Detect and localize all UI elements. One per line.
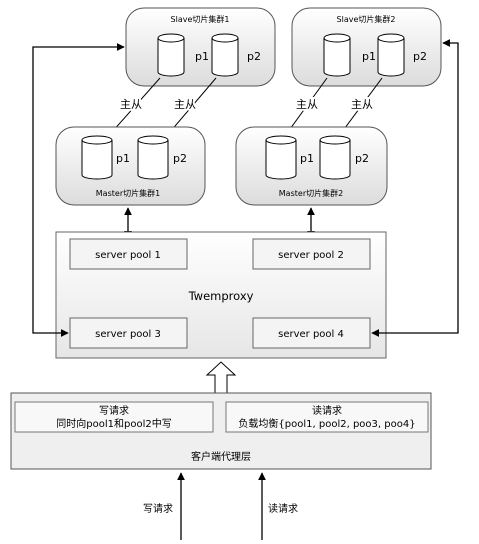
client-layer-title: 客户端代理层 <box>191 450 251 463</box>
master-cluster-2-title: Master切片集群2 <box>279 188 343 198</box>
read-request-box: 读请求 负载均衡{pool1, pool2, poo3, poo4} <box>225 401 429 433</box>
write-box-title: 写请求 <box>99 404 129 417</box>
master-cluster-1: p1 p2 Master切片集群1 <box>55 126 206 206</box>
server-pool-2: server pool 2 <box>252 238 371 270</box>
server-pool-2-label: server pool 2 <box>278 250 344 261</box>
slave-cluster-2-title: Slave切片集群2 <box>337 14 396 24</box>
database-icon <box>377 33 405 77</box>
database-icon <box>137 135 169 180</box>
database-icon <box>265 135 297 180</box>
write-request-label: 写请求 <box>143 502 173 515</box>
read-request-label: 读请求 <box>268 502 298 515</box>
slave-cluster-1-title: Slave切片集群1 <box>171 14 230 24</box>
replication-link <box>284 77 328 137</box>
replication-label: 主从 <box>174 98 196 111</box>
server-pool-3-label: server pool 3 <box>95 329 161 340</box>
write-request-box: 写请求 同时向pool1和pool2中写 <box>14 401 214 433</box>
slave-cluster-1: Slave切片集群1 p1 p2 <box>125 7 276 87</box>
replication-label: 主从 <box>351 98 373 111</box>
pool3-slave1-arrow <box>32 43 125 337</box>
database-icon <box>211 33 239 77</box>
twemproxy-title: Twemproxy <box>188 289 254 303</box>
server-pool-4-label: server pool 4 <box>278 329 344 340</box>
shard-label-p1: p1 <box>362 50 376 63</box>
write-box-desc: 同时向pool1和pool2中写 <box>56 417 171 430</box>
shard-label-p1: p1 <box>195 50 209 63</box>
database-icon <box>81 135 113 180</box>
shard-label-p2: p2 <box>247 50 261 63</box>
shard-label-p1: p1 <box>300 152 314 165</box>
slave-cluster-2: Slave切片集群2 p1 p2 <box>291 7 442 87</box>
up-hollow-arrow-icon <box>205 361 237 394</box>
server-pool-1-label: server pool 1 <box>95 250 161 261</box>
replication-label: 主从 <box>296 98 318 111</box>
pool4-slave2-arrow <box>371 39 459 337</box>
master-cluster-1-title: Master切片集群1 <box>96 188 160 198</box>
server-pool-4: server pool 4 <box>252 317 371 349</box>
shard-label-p2: p2 <box>413 50 427 63</box>
server-pool-3: server pool 3 <box>69 317 188 349</box>
shard-label-p2: p2 <box>173 152 187 165</box>
database-icon <box>323 33 351 77</box>
read-box-title: 读请求 <box>312 404 342 417</box>
database-icon <box>319 135 351 180</box>
master-cluster-2: p1 p2 Master切片集群2 <box>235 126 388 206</box>
replication-label: 主从 <box>120 98 142 111</box>
server-pool-1: server pool 1 <box>69 238 188 270</box>
shard-label-p2: p2 <box>355 152 369 165</box>
shard-label-p1: p1 <box>116 152 130 165</box>
replication-link <box>169 77 217 133</box>
database-icon <box>157 33 185 77</box>
read-box-desc: 负载均衡{pool1, pool2, poo3, poo4} <box>238 417 415 430</box>
